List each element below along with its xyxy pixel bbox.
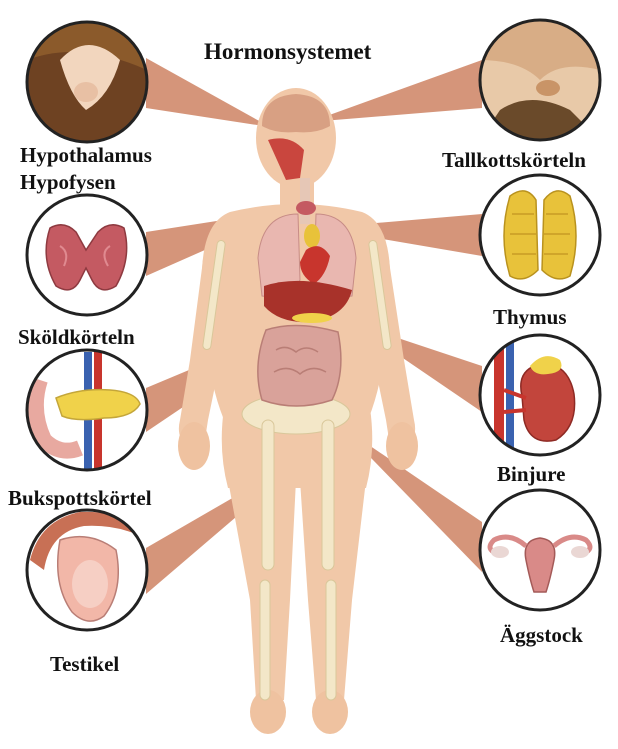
label-hypofysen: Hypofysen	[20, 170, 116, 194]
thymus-small	[304, 224, 320, 248]
pointer-hypothalamus	[146, 58, 270, 127]
label-bukspottskortel: Bukspottskörtel	[8, 486, 152, 510]
label-thymus: Thymus	[493, 305, 567, 329]
intestines	[258, 325, 341, 406]
right-hand	[386, 422, 418, 470]
right-femur	[322, 420, 334, 570]
pancreas-small	[292, 313, 332, 323]
trachea	[300, 178, 310, 224]
circle-testikel	[27, 510, 148, 630]
circle-aggstock	[480, 490, 600, 610]
circle-binjure	[480, 335, 600, 455]
label-aggstock: Äggstock	[500, 623, 583, 647]
left-tibia	[260, 580, 270, 700]
left-femur	[262, 420, 274, 570]
label-binjure: Binjure	[497, 462, 565, 486]
label-skoldkorteln: Sköldkörteln	[18, 325, 135, 349]
circle-skoldkorteln	[27, 195, 147, 315]
label-hypothalamus: Hypothalamus	[20, 143, 152, 167]
label-testikel: Testikel	[50, 652, 119, 676]
pointer-tallkottskorteln	[310, 60, 482, 122]
circle-thymus	[480, 175, 600, 295]
right-tibia	[326, 580, 336, 700]
left-hand	[178, 422, 210, 470]
thyroid-small	[296, 201, 316, 215]
label-tallkottskorteln: Tallkottskörteln	[442, 148, 586, 172]
diagram-title: Hormonsystemet	[204, 40, 371, 64]
circle-tallkottskorteln	[480, 20, 600, 140]
circle-bukspottskortel	[27, 350, 147, 472]
circle-hypothalamus	[27, 22, 147, 142]
